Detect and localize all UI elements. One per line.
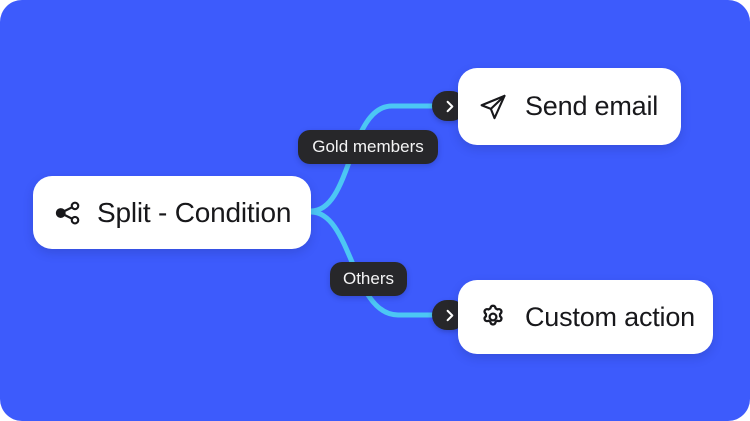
condition-pill-others-label: Others (342, 269, 395, 288)
node-split-condition[interactable]: Split - Condition (33, 176, 311, 249)
condition-pill-gold-members-label: Gold members (312, 137, 424, 156)
gear-icon (478, 302, 508, 332)
chevron-right-icon (446, 309, 453, 321)
node-split-condition-label: Split - Condition (97, 196, 292, 228)
share-nodes-icon (53, 198, 83, 228)
condition-pill-gold-members[interactable]: Gold members (298, 130, 438, 164)
node-custom-action[interactable]: Custom action (458, 280, 713, 354)
node-custom-action-label: Custom action (525, 301, 695, 332)
chevron-right-icon (446, 100, 453, 112)
node-send-email[interactable]: Send email (458, 68, 681, 145)
node-send-email-label: Send email (525, 91, 659, 121)
paper-plane-icon (478, 92, 508, 122)
condition-pill-others[interactable]: Others (330, 262, 407, 296)
